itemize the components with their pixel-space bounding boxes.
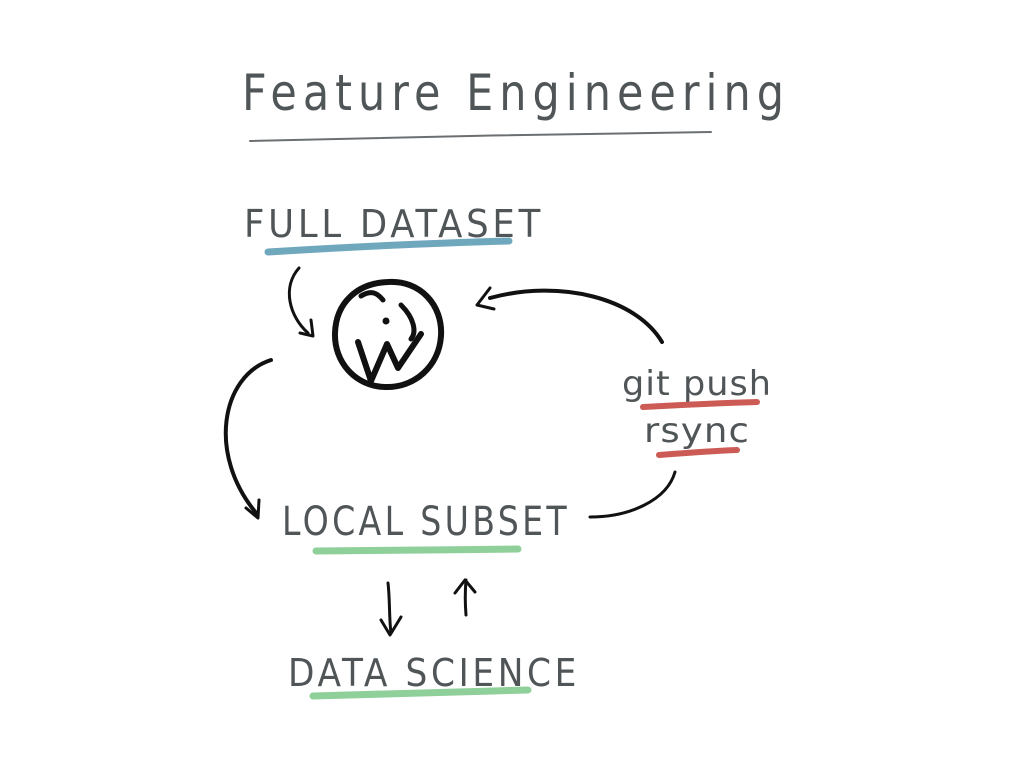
arrow-sync-to-hub — [475, 286, 664, 344]
local-subset-label: LOCAL SUBSET — [282, 499, 570, 545]
hub-logo-icon — [331, 278, 445, 391]
page-title: Feature Engineering — [242, 64, 790, 122]
data-science-label: DATA SCIENCE — [288, 651, 580, 695]
arrow-local-to-sync — [588, 470, 677, 519]
arrow-full-to-hub — [288, 266, 315, 338]
arrow-local-to-science — [379, 581, 403, 637]
arrow-science-to-local — [453, 578, 477, 617]
arrow-hub-to-local — [223, 358, 273, 520]
full-dataset-underline — [264, 237, 513, 256]
data-science-underline — [309, 686, 532, 700]
local-subset-underline — [312, 545, 522, 555]
rsync-command: rsync — [644, 411, 750, 451]
git-push-underline — [640, 399, 760, 410]
git-push-command: git push — [622, 364, 772, 404]
rsync-underline — [656, 447, 740, 458]
title-underline — [249, 131, 712, 142]
